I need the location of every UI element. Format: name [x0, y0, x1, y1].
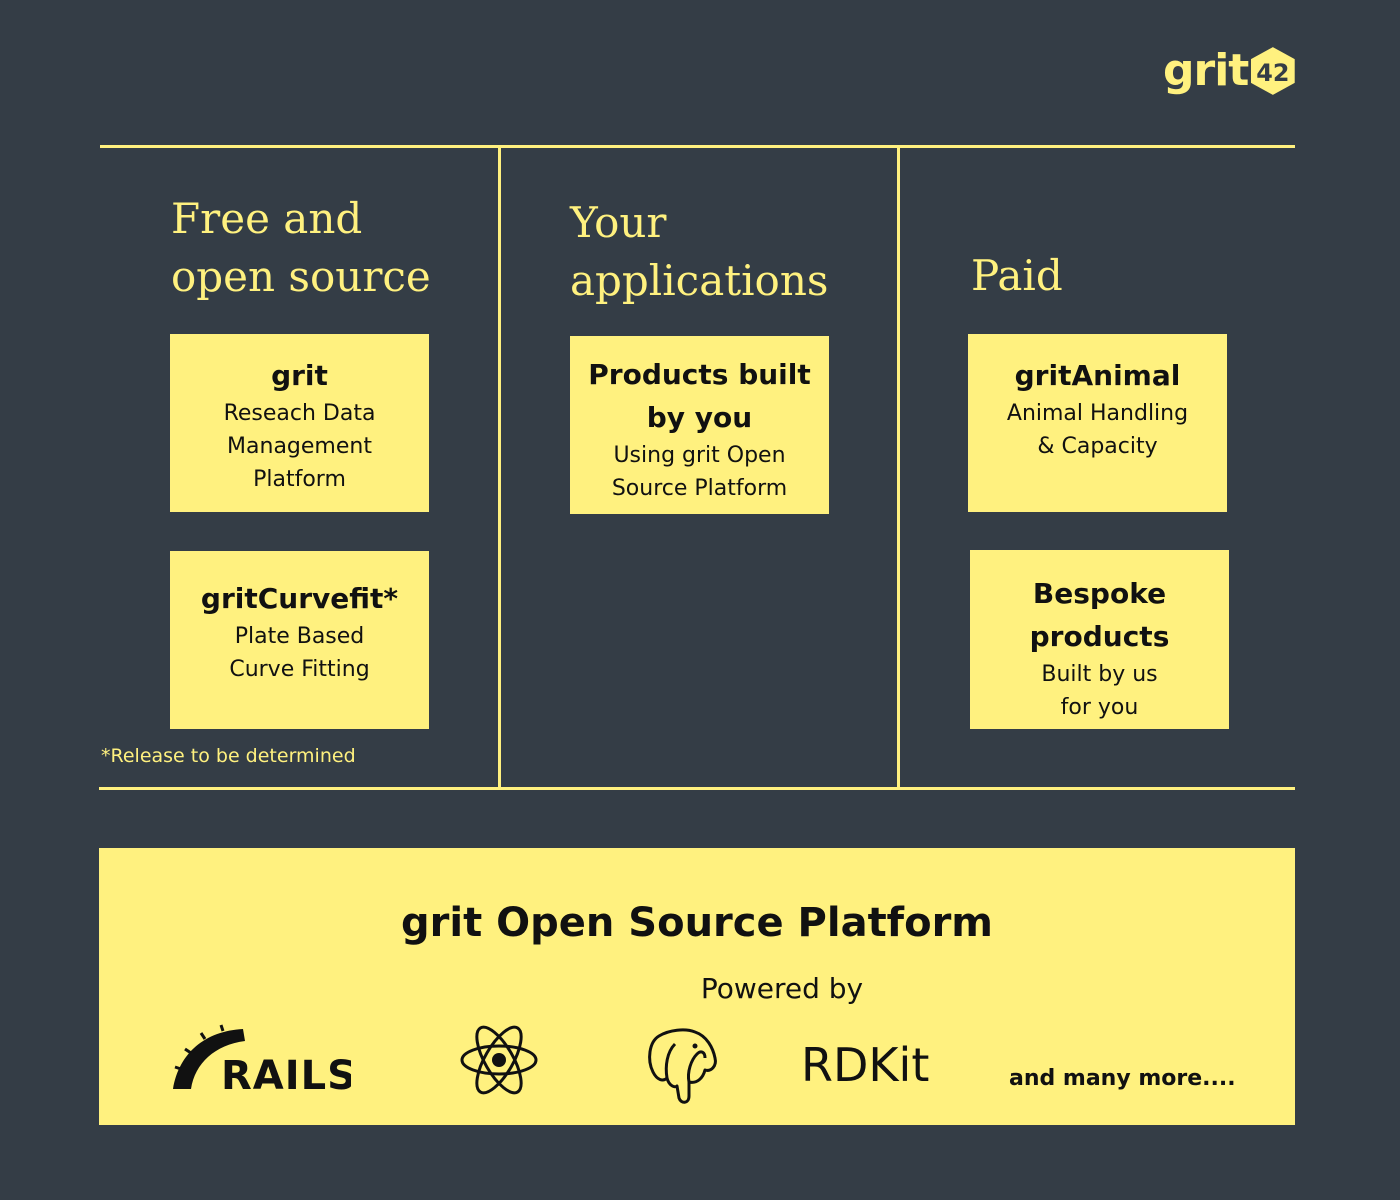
card-description: Using grit Open Source Platform: [611, 443, 788, 501]
card-title: gritCurvefit*: [200, 582, 399, 615]
rails-logo: RAILS: [171, 1023, 356, 1099]
card-grit: grit Reseach Data Management Platform: [170, 334, 429, 512]
card-description: Reseach Data Management Platform: [223, 401, 376, 492]
card-gritanimal: gritAnimal Animal Handling & Capacity: [968, 334, 1227, 512]
and-many-more-label: and many more....: [1009, 1066, 1236, 1091]
column-divider-1: [498, 145, 501, 790]
platform-title: grit Open Source Platform: [401, 900, 993, 946]
heading-paid: Paid: [971, 251, 1063, 300]
release-footnote: *Release to be determined: [101, 745, 356, 767]
card-title: Bespoke products: [1029, 577, 1170, 653]
card-bespoke-products: Bespoke products Built by us for you: [970, 550, 1229, 729]
card-description: Plate Based Curve Fitting: [229, 624, 370, 682]
frame-bottom-line: [99, 787, 1295, 790]
powered-by-label: Powered by: [700, 972, 864, 1005]
grit42-logo: grit 42: [1163, 44, 1298, 98]
heading-free-open-source: Free and open source: [171, 194, 431, 301]
rails-arc-icon: RAILS: [173, 1024, 356, 1099]
card-gritcurvefit: gritCurvefit* Plate Based Curve Fitting: [170, 551, 429, 729]
postgresql-logo: [645, 1026, 721, 1104]
card-title: gritAnimal: [1014, 359, 1181, 392]
card-title: grit: [271, 359, 328, 392]
card-products-built-by-you: Products built by you Using grit Open So…: [570, 336, 829, 514]
react-logo: [459, 1024, 539, 1096]
card-description: Built by us for you: [1041, 662, 1158, 720]
platform-box: grit Open Source Platform Powered by RAI…: [99, 848, 1295, 1125]
postgresql-elephant-icon: [648, 1028, 717, 1104]
logo-number: 42: [1257, 59, 1290, 87]
react-logo-icon: [460, 1025, 538, 1095]
column-divider-2: [897, 145, 900, 790]
heading-your-applications: Your applications: [570, 198, 829, 305]
card-title: Products built by you: [588, 358, 811, 434]
card-description: Animal Handling & Capacity: [1006, 401, 1189, 459]
rails-wordmark: RAILS: [221, 1053, 351, 1093]
logo-word: grit: [1163, 45, 1249, 96]
hexagon-logo-icon: 42: [1251, 47, 1296, 95]
rdkit-logo: RDKit: [801, 1038, 930, 1092]
frame-top-line: [100, 145, 1295, 148]
